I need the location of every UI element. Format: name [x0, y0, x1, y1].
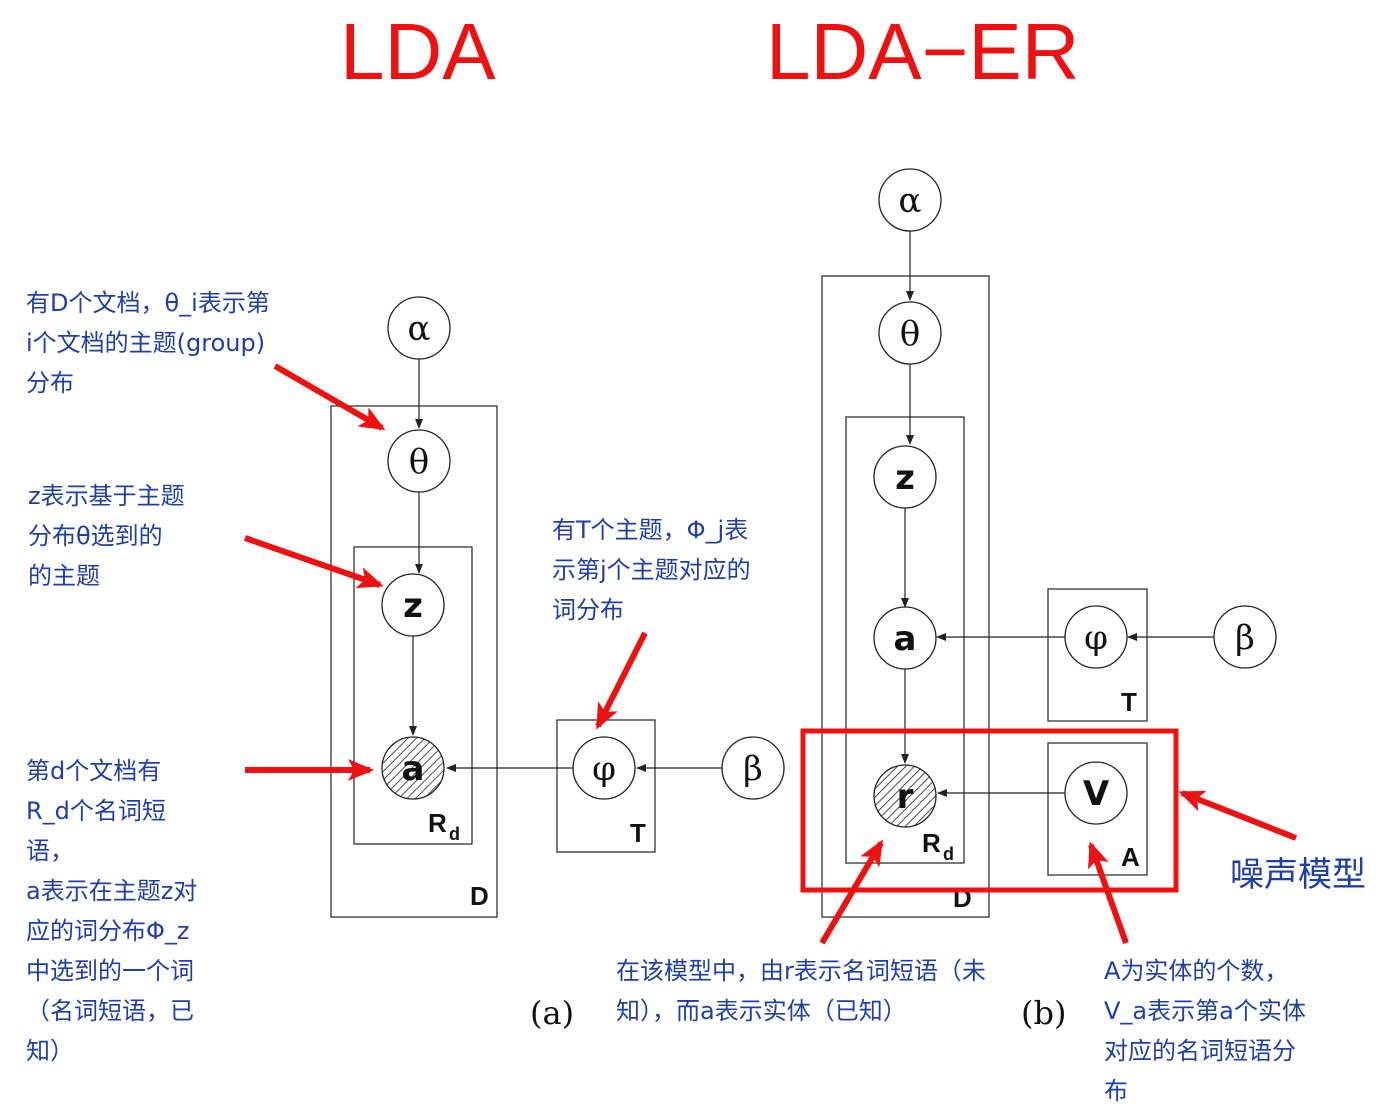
ldaer-v-node: V	[1064, 761, 1128, 825]
theta-annotation: 有D个文档，θ_i表示第 i个文档的主题(group) 分布	[26, 289, 270, 397]
ldaer-plate-rd: R d	[845, 416, 965, 864]
svg-text:α: α	[899, 181, 922, 221]
svg-text:α: α	[408, 309, 431, 349]
a-annotation: 第d个文档有 R_d个名词短 语， a表示在主题z对 应的词分布Φ_z 中选到的…	[26, 757, 198, 1065]
svg-text:z: z	[895, 458, 915, 498]
svg-text:β: β	[1235, 618, 1255, 658]
ldaer-plate-t-label: T	[1121, 687, 1137, 717]
svg-text:a: a	[894, 619, 917, 659]
arrow-to-v	[1088, 841, 1129, 945]
arrow-to-r	[819, 839, 884, 945]
ldaer-z-node: z	[873, 445, 937, 509]
lda-plate-rd-sub: d	[449, 824, 460, 844]
svg-text:β: β	[743, 749, 763, 789]
lda-plate-d-label: D	[470, 881, 489, 911]
ldaer-plate-a-label: A	[1121, 842, 1140, 872]
svg-text:r: r	[897, 777, 914, 817]
lda-theta-node: θ	[387, 429, 451, 493]
lda-z-node: z	[381, 573, 445, 637]
noise-model-label: 噪声模型	[1230, 855, 1366, 895]
noise-model-box	[800, 728, 1179, 893]
svg-text:V: V	[1083, 774, 1110, 814]
svg-text:θ: θ	[409, 442, 429, 482]
lda-plate-d: D	[330, 405, 498, 918]
caption-a: (a)	[530, 994, 575, 1032]
ldaer-plate-rd-label: R	[922, 828, 941, 858]
ldaer-plate-t: T	[1047, 588, 1148, 722]
lda-beta-node: β	[721, 736, 785, 800]
svg-text:z: z	[403, 586, 423, 626]
arrow-to-theta	[273, 363, 386, 431]
svg-text:φ: φ	[592, 749, 616, 789]
ldaer-beta-node: β	[1213, 605, 1277, 669]
lda-plate-t-label: T	[630, 818, 646, 848]
svg-text:θ: θ	[900, 314, 920, 354]
ldaer-plate-a: A	[1047, 742, 1148, 876]
arrow-to-noise-box	[1178, 790, 1298, 841]
z-annotation: z表示基于主题 分布θ选到的 的主题	[28, 482, 185, 590]
ldaer-plate-rd-sub: d	[943, 844, 954, 864]
ldaer-alpha-node: α	[878, 168, 942, 232]
title-lda-er: LDA−ER	[766, 7, 1080, 96]
lda-a-node-observed: a	[381, 736, 445, 800]
ldaer-a-node: a	[873, 606, 937, 670]
svg-text:φ: φ	[1084, 618, 1108, 658]
lda-plate-rd: R d	[353, 546, 473, 845]
ldaer-phi-node: φ	[1064, 605, 1128, 669]
svg-text:a: a	[402, 749, 425, 789]
ldaer-r-node-observed: r	[873, 764, 937, 828]
arrow-to-z	[244, 535, 384, 589]
r-annotation: 在该模型中，由r表示名词短语（未 知），而a表示实体（已知）	[616, 957, 986, 1025]
caption-b: (b)	[1021, 994, 1067, 1032]
ldaer-theta-node: θ	[878, 301, 942, 365]
title-lda: LDA	[340, 7, 496, 96]
lda-plate-rd-label: R	[428, 808, 447, 838]
lda-phi-node: φ	[572, 736, 636, 800]
lda-alpha-node: α	[387, 296, 451, 360]
arrow-to-phi	[595, 631, 648, 730]
v-annotation: A为实体的个数， V_a表示第a个实体 对应的名词短语分 布	[1104, 957, 1306, 1105]
phi-annotation: 有T个主题，Φ_j表 示第j个主题对应的 词分布	[552, 516, 751, 624]
